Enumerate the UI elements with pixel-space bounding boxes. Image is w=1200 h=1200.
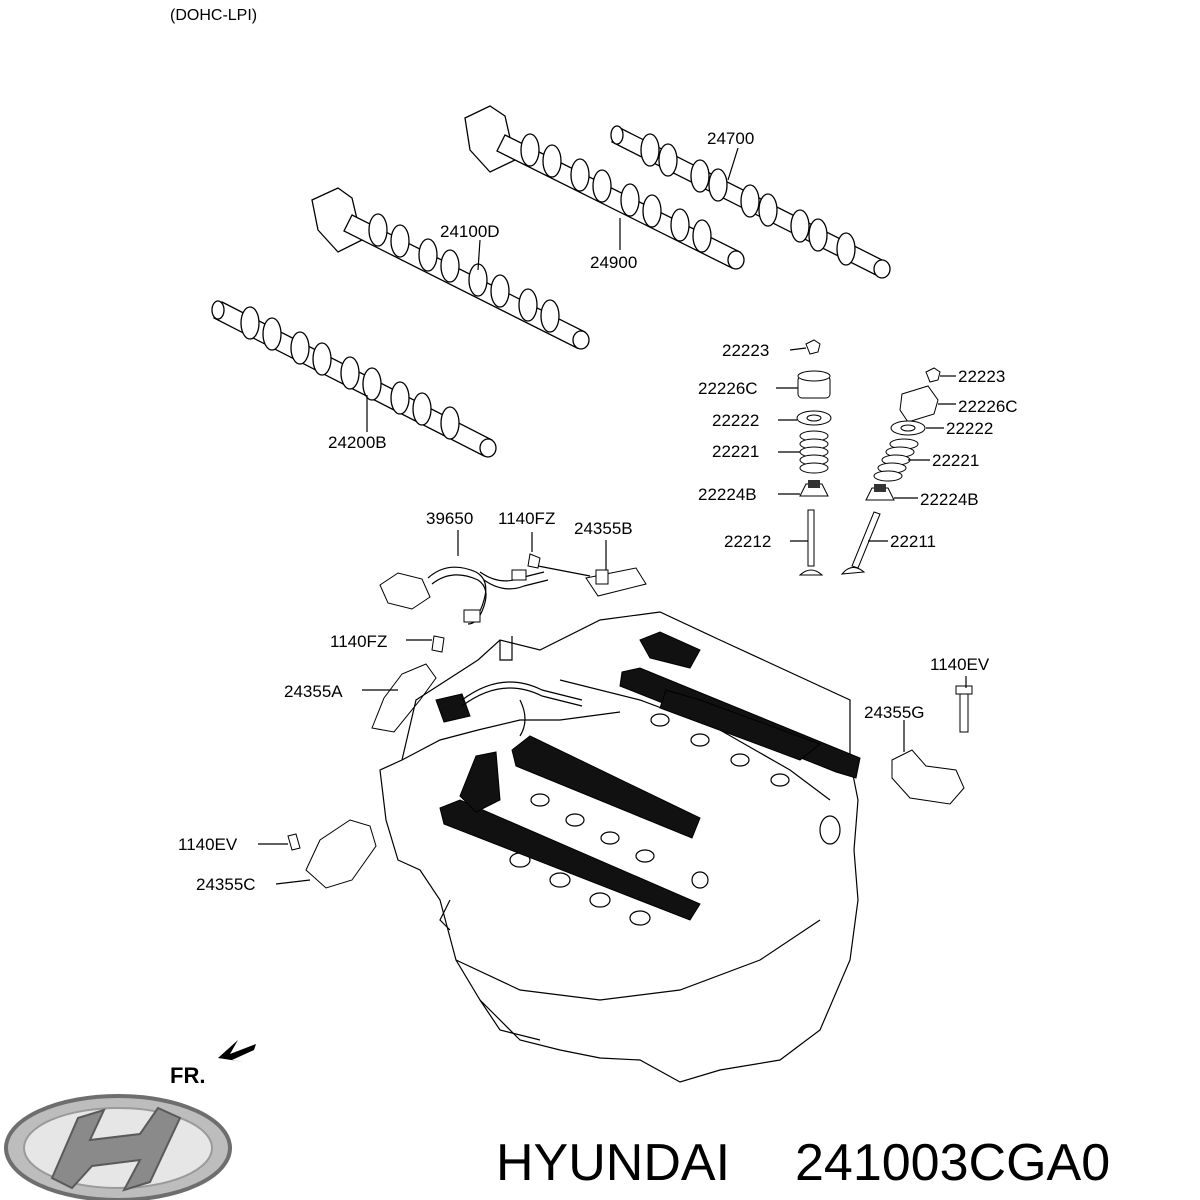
hyundai-logo xyxy=(4,1094,232,1200)
oil-control-valve-24355C xyxy=(287,819,377,889)
callout-22226C-left: 22226C xyxy=(698,379,758,398)
callout-22221-right: 22221 xyxy=(932,451,979,470)
callout-1140FZ-left: 1140FZ xyxy=(330,632,387,651)
oil-control-valve-24355A xyxy=(371,635,445,733)
camshaft-24200B xyxy=(211,300,497,458)
callout-24355G: 24355G xyxy=(864,703,925,722)
callout-39650: 39650 xyxy=(426,509,473,528)
footer-part-number: 241003CGA0 xyxy=(795,1134,1110,1192)
camshaft-24100D xyxy=(311,187,590,350)
callout-22211: 22211 xyxy=(890,532,936,551)
oil-control-valve-24355G xyxy=(891,685,973,805)
callout-24100D: 24100D xyxy=(440,222,500,241)
callout-22223-right: 22223 xyxy=(958,367,1005,386)
callout-24355B: 24355B xyxy=(574,519,633,538)
front-arrow xyxy=(218,1040,256,1062)
callout-24700: 24700 xyxy=(707,129,754,148)
callout-24900: 24900 xyxy=(590,253,637,272)
valve-stack-left xyxy=(796,339,832,576)
valve-stack-right xyxy=(840,367,941,575)
coil-rail xyxy=(435,631,861,921)
callout-1140EV-left: 1140EV xyxy=(178,835,238,854)
callout-22222-left: 22222 xyxy=(712,411,759,430)
callout-22221-left: 22221 xyxy=(712,442,759,461)
engine-block xyxy=(379,611,859,1083)
footer-brand: HYUNDAI xyxy=(496,1134,730,1192)
wiring-harness-39650 xyxy=(379,566,549,625)
front-label: FR. xyxy=(170,1063,205,1088)
callout-22223-left: 22223 xyxy=(722,341,769,360)
callout-24355C: 24355C xyxy=(196,875,256,894)
oil-control-valve-24355B xyxy=(527,553,647,597)
camshaft-24900 xyxy=(464,105,745,270)
callout-22212: 22212 xyxy=(724,532,771,551)
camshaft-24700 xyxy=(610,125,891,279)
callout-22224B-left: 22224B xyxy=(698,485,757,504)
callout-22222-right: 22222 xyxy=(946,419,993,438)
callout-22224B-right: 22224B xyxy=(920,490,979,509)
callout-22226C-right: 22226C xyxy=(958,397,1018,416)
callout-1140EV-right: 1140EV xyxy=(930,655,990,674)
callout-24355A: 24355A xyxy=(284,682,343,701)
diagram-header: (DOHC-LPI) xyxy=(170,7,257,24)
callout-24200B: 24200B xyxy=(328,433,387,452)
callout-1140FZ-top: 1140FZ xyxy=(498,509,555,528)
